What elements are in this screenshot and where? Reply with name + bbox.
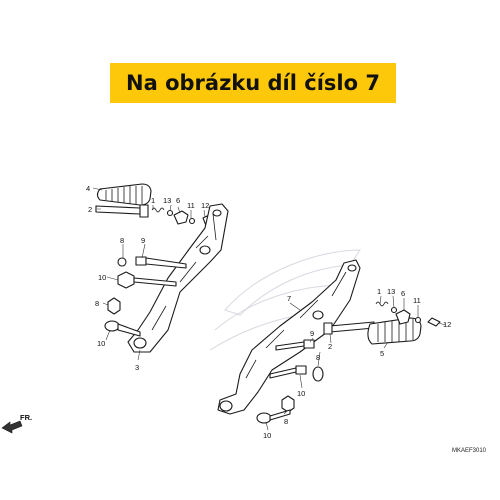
- footpeg-bracket-part-7: [217, 259, 361, 415]
- clip-part-11-right: [414, 316, 422, 324]
- nut-part-8-upper-left: [117, 257, 127, 267]
- label-8-upper-left: 8: [120, 236, 124, 245]
- label-10-right-lower: 10: [263, 431, 271, 440]
- label-7-right: 7: [287, 294, 291, 303]
- bolt-part-10-right-lower: [256, 409, 291, 424]
- banner: Na obrázku díl číslo 7: [110, 63, 396, 103]
- label-13-right: 13: [387, 287, 395, 296]
- spring-part-1-right: [375, 301, 389, 307]
- label-8-right-lower: 8: [284, 417, 288, 426]
- bolt-part-10-upper-left: [117, 271, 177, 289]
- screw-part-12-right: [427, 317, 441, 327]
- label-10-right-upper: 10: [297, 389, 305, 398]
- left-footpeg-assembly: [92, 183, 229, 361]
- label-6-right: 6: [401, 289, 405, 298]
- label-11-right: 11: [413, 296, 421, 305]
- label-10-upper-left: 10: [98, 273, 106, 282]
- label-2-left: 2: [88, 205, 92, 214]
- label-10-lower-left: 10: [97, 339, 105, 348]
- label-4-left: 4: [86, 184, 90, 193]
- label-9-left: 9: [141, 236, 145, 245]
- footpeg-part-5: [367, 317, 422, 345]
- label-12-right: 12: [443, 320, 451, 329]
- label-8-right-upper: 8: [316, 353, 320, 362]
- label-11-left: 11: [187, 201, 195, 210]
- pivot-pin-part-2: [95, 204, 149, 218]
- spring-part-1: [151, 207, 165, 213]
- nut-part-8-right-lower: [281, 395, 295, 413]
- label-6-left: 6: [176, 196, 180, 205]
- label-8-lower-left: 8: [95, 299, 99, 308]
- footpeg-bracket-part-3: [127, 203, 229, 353]
- pivot-pin-part-2-right: [323, 321, 375, 335]
- diagram-code: MKAEF3010: [452, 448, 487, 454]
- footpeg-part-4: [96, 183, 152, 206]
- banner-text: Na obrázku díl číslo 7: [126, 71, 380, 95]
- nut-part-8-lower-left: [107, 297, 121, 315]
- right-footpeg-assembly: [217, 259, 447, 431]
- clip-part-11: [188, 217, 196, 225]
- label-5-right: 5: [380, 349, 384, 358]
- label-1-right: 1: [377, 287, 381, 296]
- right-labels: 7 9 2 10 8 8 10 1 13 6 11 12 5: [263, 287, 451, 440]
- bolt-part-9-left: [135, 256, 187, 269]
- detent-ball-part-6-right: [395, 309, 411, 325]
- label-12-left: 12: [201, 201, 209, 210]
- label-1-left: 1: [151, 196, 155, 205]
- bolt-part-9-right: [275, 339, 315, 351]
- washer-part-13: [166, 209, 174, 217]
- label-3-left: 3: [135, 363, 139, 372]
- label-9-right: 9: [310, 329, 314, 338]
- left-labels: 4 2 1 13 6 11 12 8 9 10 8 10 3: [86, 184, 209, 372]
- label-2-right: 2: [328, 342, 332, 351]
- front-arrow: FR.: [1, 413, 32, 434]
- detent-ball-part-6: [173, 210, 189, 225]
- front-arrow-label: FR.: [20, 413, 32, 422]
- bolt-part-10-lower-left: [104, 320, 141, 337]
- nut-part-8-right-upper: [312, 366, 324, 382]
- washer-part-13-right: [390, 306, 398, 314]
- bolt-part-10-right-upper: [269, 365, 307, 379]
- label-13-left: 13: [163, 196, 171, 205]
- front-arrow-icon: [1, 420, 23, 434]
